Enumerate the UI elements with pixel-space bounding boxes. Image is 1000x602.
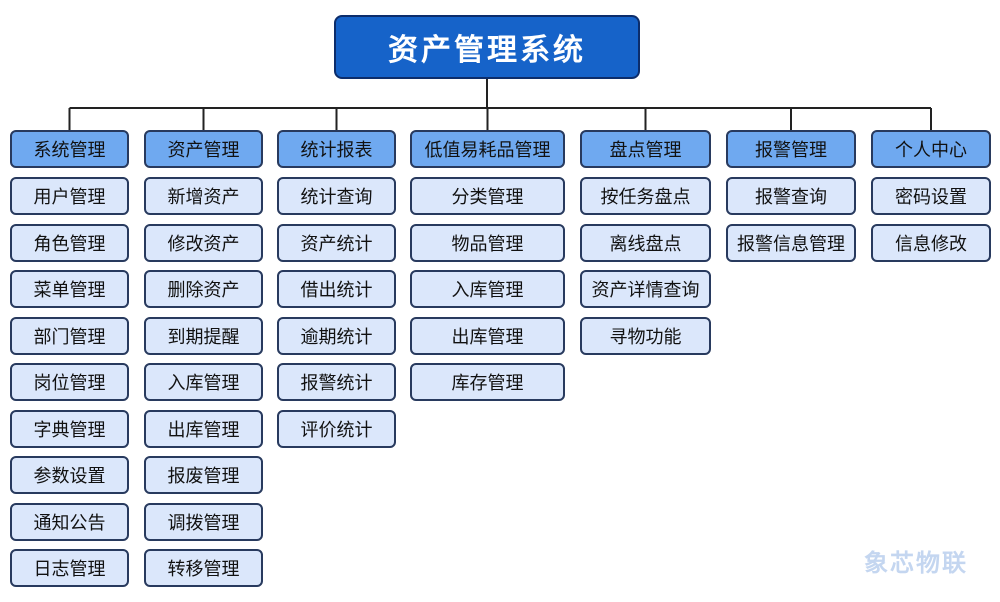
- node-system-2[interactable]: 角色管理: [10, 223, 129, 262]
- node-label: 评价统计: [300, 419, 373, 441]
- node-personal-2[interactable]: 信息修改: [871, 223, 991, 262]
- node-label: 入库管理: [451, 280, 524, 301]
- node-label: 报警查询: [755, 187, 827, 208]
- node-consumables-3[interactable]: 入库管理: [410, 270, 565, 308]
- node-system-4[interactable]: 部门管理: [10, 316, 129, 355]
- node-inventory-3[interactable]: 资产详情查询: [580, 270, 711, 308]
- node-personal-1[interactable]: 密码设置: [871, 177, 991, 215]
- category-consumables[interactable]: 低值易耗品管理: [410, 130, 565, 168]
- node-system-6[interactable]: 字典管理: [10, 409, 129, 448]
- node-stats-6[interactable]: 评价统计: [277, 409, 396, 448]
- node-label: 逾期统计: [300, 326, 373, 348]
- node-stats-2[interactable]: 资产统计: [277, 223, 396, 262]
- node-system-1[interactable]: 用户管理: [10, 177, 129, 215]
- node-label: 调拨管理: [167, 512, 240, 534]
- node-system-9[interactable]: 日志管理: [10, 549, 129, 587]
- node-label: 资产详情查询: [591, 280, 700, 301]
- node-label: 修改资产: [167, 233, 240, 255]
- node-stats-1[interactable]: 统计查询: [277, 177, 396, 215]
- node-stats-5[interactable]: 报警统计: [277, 363, 396, 401]
- node-label: 分类管理: [451, 187, 524, 208]
- node-asset-1[interactable]: 新增资产: [144, 177, 263, 215]
- node-inventory-2[interactable]: 离线盘点: [580, 223, 711, 262]
- root-title: 资产管理系统: [388, 33, 586, 68]
- category-label: 报警管理: [755, 140, 827, 161]
- category-system[interactable]: 系统管理: [10, 130, 129, 168]
- node-label: 入库管理: [167, 373, 240, 394]
- node-system-3[interactable]: 菜单管理: [10, 270, 129, 308]
- node-label: 出库管理: [167, 419, 240, 441]
- node-label: 岗位管理: [33, 373, 106, 394]
- category-label: 低值易耗品管理: [424, 140, 551, 161]
- node-label: 出库管理: [451, 326, 524, 348]
- node-label: 参数设置: [33, 466, 106, 487]
- node-inventory-4[interactable]: 寻物功能: [580, 316, 711, 355]
- node-label: 报警统计: [300, 373, 373, 394]
- node-label: 通知公告: [33, 512, 106, 534]
- node-asset-2[interactable]: 修改资产: [144, 223, 263, 262]
- node-asset-7[interactable]: 报废管理: [144, 456, 263, 494]
- category-label: 统计报表: [300, 140, 373, 161]
- node-system-7[interactable]: 参数设置: [10, 456, 129, 494]
- category-label: 盘点管理: [609, 140, 682, 161]
- category-asset[interactable]: 资产管理: [144, 130, 263, 168]
- category-label: 系统管理: [33, 140, 106, 161]
- node-inventory-1[interactable]: 按任务盘点: [580, 177, 711, 215]
- node-label: 密码设置: [895, 187, 967, 208]
- node-asset-8[interactable]: 调拨管理: [144, 502, 263, 541]
- category-personal[interactable]: 个人中心: [871, 130, 991, 168]
- node-label: 寻物功能: [609, 326, 682, 348]
- category-alarm[interactable]: 报警管理: [726, 130, 856, 168]
- node-consumables-5[interactable]: 库存管理: [410, 363, 565, 401]
- node-label: 删除资产: [167, 280, 240, 301]
- node-label: 字典管理: [33, 419, 106, 441]
- node-label: 按任务盘点: [600, 187, 691, 208]
- node-label: 报废管理: [167, 466, 240, 487]
- node-label: 部门管理: [33, 326, 106, 348]
- node-label: 资产统计: [300, 233, 373, 255]
- node-asset-3[interactable]: 删除资产: [144, 270, 263, 308]
- watermark-logo-text: 象芯物联: [864, 549, 968, 577]
- node-alarm-1[interactable]: 报警查询: [726, 177, 856, 215]
- node-consumables-4[interactable]: 出库管理: [410, 316, 565, 355]
- node-consumables-2[interactable]: 物品管理: [410, 223, 565, 262]
- node-system-5[interactable]: 岗位管理: [10, 363, 129, 401]
- node-label: 角色管理: [33, 233, 106, 255]
- node-label: 库存管理: [451, 373, 524, 394]
- node-label: 新增资产: [167, 187, 240, 208]
- node-label: 离线盘点: [609, 233, 682, 255]
- node-label: 日志管理: [33, 559, 106, 580]
- node-label: 到期提醒: [167, 326, 240, 348]
- node-consumables-1[interactable]: 分类管理: [410, 177, 565, 215]
- node-label: 用户管理: [33, 187, 106, 208]
- node-label: 借出统计: [300, 280, 373, 301]
- category-label: 资产管理: [167, 140, 240, 161]
- node-asset-9[interactable]: 转移管理: [144, 549, 263, 587]
- category-inventory[interactable]: 盘点管理: [580, 130, 711, 168]
- node-label: 物品管理: [451, 233, 524, 255]
- node-label: 转移管理: [167, 559, 240, 580]
- category-label: 个人中心: [895, 140, 967, 161]
- node-stats-3[interactable]: 借出统计: [277, 270, 396, 308]
- node-alarm-2[interactable]: 报警信息管理: [726, 223, 856, 262]
- node-asset-6[interactable]: 出库管理: [144, 409, 263, 448]
- node-label: 统计查询: [300, 187, 373, 208]
- node-label: 报警信息管理: [737, 233, 845, 255]
- node-stats-4[interactable]: 逾期统计: [277, 316, 396, 355]
- node-asset-4[interactable]: 到期提醒: [144, 316, 263, 355]
- root-node[interactable]: 资产管理系统: [334, 15, 640, 79]
- category-stats[interactable]: 统计报表: [277, 130, 396, 168]
- node-system-8[interactable]: 通知公告: [10, 502, 129, 541]
- node-asset-5[interactable]: 入库管理: [144, 363, 263, 401]
- node-label: 信息修改: [895, 233, 967, 255]
- node-label: 菜单管理: [33, 280, 106, 301]
